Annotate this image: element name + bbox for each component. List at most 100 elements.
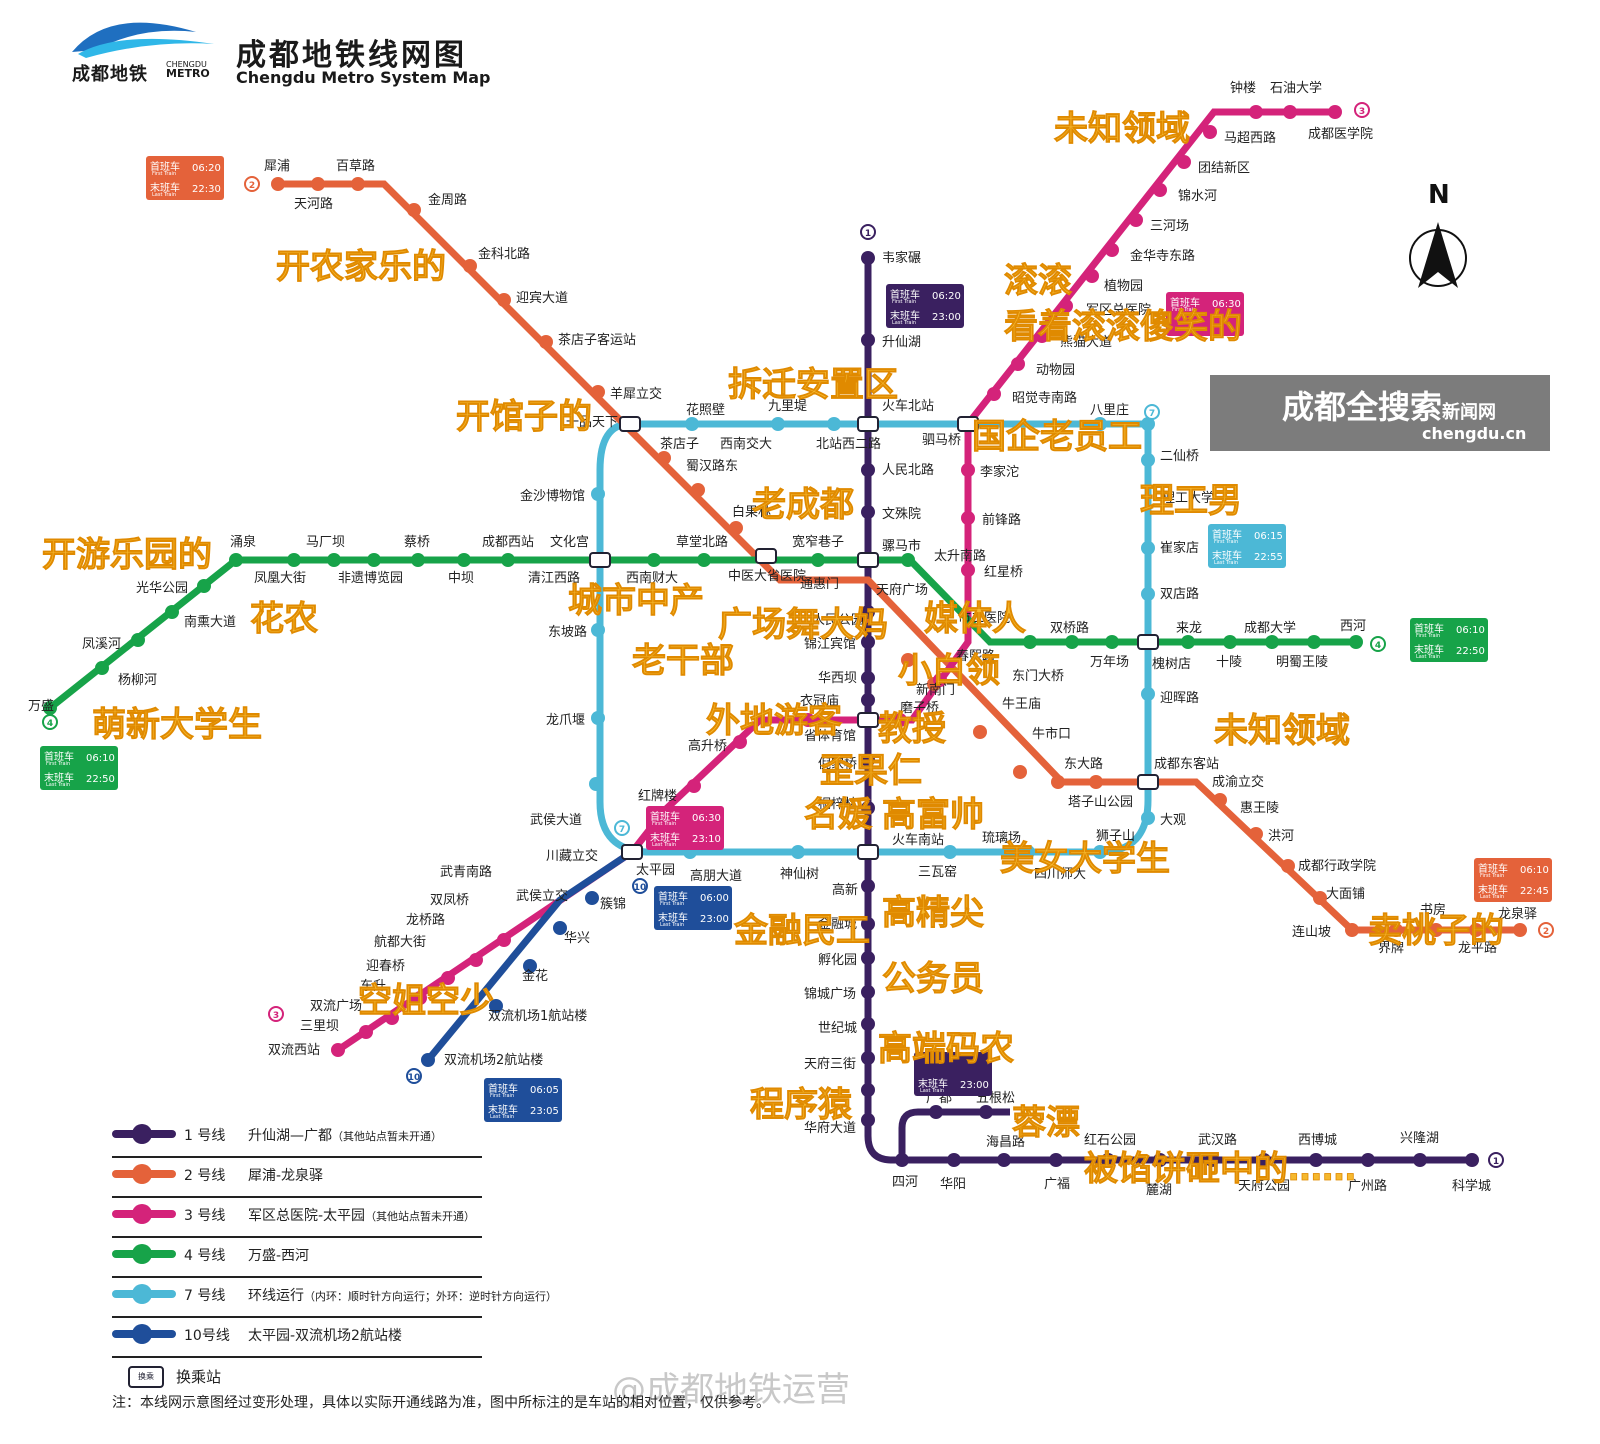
station-label[interactable]: 石油大学 <box>1270 80 1322 96</box>
line2-station-dot[interactable] <box>407 203 421 217</box>
station-label[interactable]: 明蜀王陵 <box>1276 655 1328 670</box>
station-label[interactable]: 九里堤 <box>768 399 807 414</box>
line1-station-dot[interactable] <box>861 333 875 347</box>
line3-station-dot[interactable] <box>961 463 975 477</box>
station-label[interactable]: 成都大学 <box>1244 620 1296 636</box>
line3-station-dot[interactable] <box>933 673 947 687</box>
station-label[interactable]: 成都西站 <box>482 535 534 550</box>
line7-station-dot[interactable] <box>685 417 699 431</box>
station-label[interactable]: 界牌 <box>1378 940 1404 956</box>
station-label[interactable]: 武汉路 <box>1198 1132 1237 1148</box>
line4-station-dot[interactable] <box>1023 635 1037 649</box>
station-label[interactable]: 兴隆湖 <box>1400 1131 1439 1146</box>
line1-station-dot[interactable] <box>947 1153 961 1167</box>
line3-station-dot[interactable] <box>331 1043 345 1057</box>
station-label[interactable]: 牛王庙 <box>1002 697 1041 712</box>
line3-station-dot[interactable] <box>893 713 907 727</box>
station-label[interactable]: 成都行政学院 <box>1298 858 1376 874</box>
station-label[interactable]: 东门大桥 <box>1012 669 1064 684</box>
station-label[interactable]: 韦家碾 <box>882 250 921 266</box>
line4-station-dot[interactable] <box>197 579 211 593</box>
station-label[interactable]: 槐树店 <box>1152 656 1191 672</box>
station-label[interactable]: 川藏立交 <box>546 848 598 864</box>
station-label[interactable]: 大面铺 <box>1326 887 1365 902</box>
station-label[interactable]: 锦城广场 <box>804 987 856 1002</box>
station-label[interactable]: 双流广场 <box>310 999 362 1014</box>
line2-station-dot[interactable] <box>901 653 915 667</box>
station-label[interactable]: 三里坝 <box>300 1019 339 1034</box>
station-label[interactable]: 天府公园 <box>1238 1179 1290 1194</box>
station-label[interactable]: 麓湖 <box>1146 1183 1172 1198</box>
line1-station-dot[interactable] <box>1257 1153 1271 1167</box>
line1-station-dot[interactable] <box>861 951 875 965</box>
line7-station-dot[interactable] <box>591 487 605 501</box>
line10-station-dot[interactable] <box>489 999 503 1013</box>
line1-station-dot[interactable] <box>861 693 875 707</box>
line2-station-dot[interactable] <box>1281 859 1295 873</box>
station-label[interactable]: 金融城 <box>818 916 857 932</box>
line1-station-dot[interactable] <box>861 505 875 519</box>
transfer-station-icon[interactable] <box>957 416 979 432</box>
station-label[interactable]: 北站西二路 <box>816 436 881 452</box>
station-label[interactable]: 新南门 <box>916 682 955 698</box>
line10-station-dot[interactable] <box>523 959 537 973</box>
line2-station-dot[interactable] <box>1345 923 1359 937</box>
station-label[interactable]: 火车北站 <box>882 398 934 414</box>
line3-station-dot[interactable] <box>987 387 1001 401</box>
station-label[interactable]: 成渝立交 <box>1212 774 1264 790</box>
line3-station-dot[interactable] <box>441 971 455 985</box>
station-label[interactable]: 崔家店 <box>1160 540 1199 556</box>
station-label[interactable]: 前锋路 <box>982 512 1021 528</box>
line3-station-dot[interactable] <box>801 713 815 727</box>
station-label[interactable]: 理工大学 <box>1162 490 1214 506</box>
line2-station-dot[interactable] <box>311 177 325 191</box>
line3-station-dot[interactable] <box>1105 243 1119 257</box>
line1-station-dot[interactable] <box>861 463 875 477</box>
line4-station-dot[interactable] <box>165 605 179 619</box>
transfer-station-icon[interactable] <box>619 416 641 432</box>
line1-station-dot[interactable] <box>861 917 875 931</box>
station-label[interactable]: 武侯大道 <box>530 813 582 828</box>
line1-station-dot[interactable] <box>1309 1153 1323 1167</box>
station-label[interactable]: 百草路 <box>336 158 375 174</box>
station-label[interactable]: 宽窄巷子 <box>792 534 844 550</box>
line4-station-dot[interactable] <box>1223 635 1237 649</box>
station-label[interactable]: 广福 <box>1044 1177 1070 1192</box>
station-label[interactable]: 金花 <box>522 968 548 984</box>
station-label[interactable]: 茶店子 <box>660 436 699 452</box>
station-label[interactable]: 金科北路 <box>478 246 530 262</box>
line3-station-dot[interactable] <box>1059 299 1073 313</box>
line2-station-dot[interactable] <box>973 725 987 739</box>
station-label[interactable]: 金华寺东路 <box>1130 248 1195 264</box>
station-label[interactable]: 文殊院 <box>882 507 921 522</box>
station-label[interactable]: 金沙博物馆 <box>520 488 585 504</box>
line1-station-dot[interactable] <box>929 1105 943 1119</box>
station-label[interactable]: 东大路 <box>1064 756 1103 772</box>
station-label[interactable]: 羊犀立交 <box>610 386 662 402</box>
transfer-station-icon[interactable] <box>755 548 777 564</box>
line4-station-dot[interactable] <box>131 633 145 647</box>
station-label[interactable]: 中坝 <box>448 571 474 586</box>
station-label[interactable]: 升仙湖 <box>882 335 921 350</box>
station-label[interactable]: 洪河 <box>1268 829 1294 844</box>
station-label[interactable]: 钟楼 <box>1230 80 1256 96</box>
line4-station-dot[interactable] <box>367 553 381 567</box>
line1-station-dot[interactable] <box>861 879 875 893</box>
line2-station-dot[interactable] <box>463 259 477 273</box>
station-label[interactable]: 清江西路 <box>528 570 580 586</box>
station-label[interactable]: 科学城 <box>1452 1178 1491 1194</box>
station-label[interactable]: 白果林 <box>732 504 771 520</box>
line7-station-dot[interactable] <box>771 417 785 431</box>
station-label[interactable]: 驷马桥 <box>922 433 961 448</box>
station-label[interactable]: 塔子山公园 <box>1068 795 1133 810</box>
station-label[interactable]: 龙爪堰 <box>546 713 585 728</box>
station-label[interactable]: 一品天下 <box>566 415 618 430</box>
station-label[interactable]: 三瓦窑 <box>918 864 957 880</box>
station-label[interactable]: 动物园 <box>1036 363 1075 378</box>
station-label[interactable]: 惠王陵 <box>1240 801 1279 816</box>
line4-station-dot[interactable] <box>647 553 661 567</box>
station-label[interactable]: 华兴 <box>564 931 590 946</box>
line4-station-dot[interactable] <box>1105 635 1119 649</box>
station-label[interactable]: 文化宫 <box>550 535 589 550</box>
line2-station-dot[interactable] <box>1469 923 1483 937</box>
